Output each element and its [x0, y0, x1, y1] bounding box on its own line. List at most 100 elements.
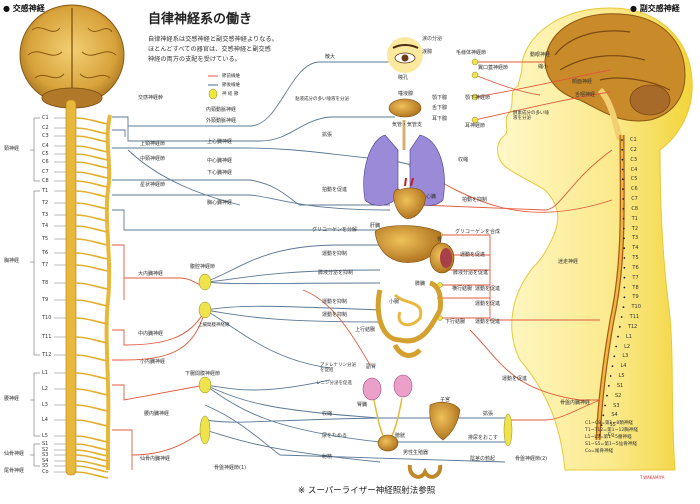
- key-line: C1~C8=第1~8頚神経: [585, 421, 634, 426]
- spinal-nerve-root: [75, 171, 109, 179]
- right-spine-dot: [622, 227, 625, 230]
- legend-swatches: [208, 75, 218, 100]
- label-middle-cervical-ganglion: 中頸神経節: [140, 156, 166, 162]
- spine-group-label: 腰神経: [4, 396, 20, 402]
- spinal-nerve-root: [75, 282, 109, 290]
- description-line: ほとんどすべての器官は、交感神経と副交感: [148, 46, 271, 53]
- right-spine-segment-label: T10: [631, 304, 641, 311]
- spine-segment-label: C5: [42, 151, 49, 157]
- label-pterygopalatine-ganglion: 翼口蓋神経節: [478, 65, 509, 71]
- spinal-roots: [75, 117, 109, 479]
- spinal-nerve-root: [75, 145, 109, 153]
- right-spine-segment-label: S3: [613, 402, 620, 409]
- label-sacral-splanchnic: 仙骨内臓神経: [140, 456, 171, 462]
- lungs: [363, 120, 445, 206]
- effect-pupil-dilate: 散大: [325, 54, 336, 60]
- spine-segment-label: S1: [42, 441, 49, 447]
- right-spine-segment-label: L5: [618, 373, 625, 379]
- label-superior-mesenteric-ganglion: 上腸間膜神経節: [198, 323, 230, 328]
- right-spine-dot: [622, 198, 625, 200]
- spinal-nerve-root: [75, 317, 109, 325]
- right-spine-segment-label: C2: [630, 146, 637, 153]
- spinal-nerve-root: [75, 127, 109, 135]
- effect-contraction: 収縮: [322, 411, 333, 417]
- segment-key: C1~C8=第1~8頚神経 T1~T12=第1~12胸神経 L1~L5=第1~5…: [585, 420, 638, 455]
- spinal-nerve-root: [75, 264, 109, 272]
- right-spine-segment-label: T12: [627, 323, 638, 330]
- right-spine-dot: [622, 207, 625, 210]
- organ-transverse-colon: 横行結腸: [452, 286, 473, 292]
- left-spinal-cord: [65, 99, 77, 476]
- effect-bronchi-dilate: 拡張: [322, 132, 333, 138]
- label-ciliary-ganglion: 毛様体神経節: [456, 50, 487, 56]
- spinal-nerve-root: [75, 190, 109, 198]
- spine-segment-label: L3: [42, 402, 48, 408]
- label-descending-promote: 運動を促進: [475, 319, 501, 325]
- spinal-nerve-root: [75, 471, 109, 479]
- spine-segment-label: S2: [42, 447, 49, 453]
- submandibular-ganglion: [471, 93, 479, 101]
- spinal-nerve-root: [75, 299, 109, 307]
- right-spine-dot: [621, 168, 624, 171]
- spine-segment-label: S4: [42, 458, 49, 464]
- right-spine-dot: [606, 394, 608, 397]
- right-spine-dot: [621, 139, 623, 141]
- label-submandibular-ganglion: 顎下神経節: [465, 95, 491, 101]
- preganglionic-fibers: [112, 61, 613, 470]
- spinal-nerve-root: [75, 372, 109, 380]
- spine-segment-label: T3: [42, 212, 49, 218]
- spine-segment-label: C4: [42, 143, 49, 149]
- organ-descending-colon: 下行結腸: [445, 319, 466, 325]
- right-spine-segment-label: S5: [609, 422, 616, 429]
- spinal-nerve-root: [75, 354, 109, 362]
- right-spine-segment-label: S4: [611, 412, 618, 419]
- spinal-nerve-root: [75, 435, 109, 443]
- effect-urine-retention: 尿をためる: [322, 433, 348, 439]
- spine-segment-label: L2: [42, 386, 48, 392]
- right-spine-dot: [623, 276, 626, 279]
- label-erection: 陰茎の勃起: [470, 456, 496, 462]
- label-lumbar-splanchnic: 腰内臓神経: [144, 411, 170, 417]
- right-spine-segment-label: C1: [630, 137, 637, 143]
- organ-kidney: 腎臓: [357, 402, 368, 408]
- spine-segment-label: T7: [42, 262, 49, 268]
- label-inferior-cardiac: 下心臓神経: [207, 170, 233, 176]
- organ-trachea: 気管・気管支: [392, 122, 423, 128]
- right-spine-dot: [617, 335, 619, 338]
- right-spine-segment-label: T5: [632, 255, 639, 261]
- spinal-nerve-root: [75, 202, 109, 210]
- spine-group-label: 尾骨神経: [4, 468, 25, 474]
- label-oculomotor: 動眼神経: [530, 52, 551, 58]
- right-spine-dot: [613, 355, 616, 358]
- spine-group-label: 胸神経: [4, 258, 20, 264]
- spine-segment-label: C2: [42, 125, 49, 131]
- pterygopalatine-ganglion: [471, 71, 479, 79]
- kidneys: [362, 374, 413, 441]
- spine-segment-label: C1: [42, 115, 49, 121]
- effect-colon-inhibit: 運動を抑制: [322, 312, 348, 318]
- label-inferior-mesenteric-ganglion: 下腸間膜神経節: [185, 371, 221, 377]
- spine-segment-label: T4: [42, 223, 49, 229]
- effect-heart-accelerate: 拍動を促進: [322, 187, 348, 193]
- organ-bladder: 膀胱: [395, 433, 406, 439]
- label-pelvic-ganglion-1: 骨盤神経節(1): [214, 465, 247, 471]
- spinal-nerve-root: [75, 404, 109, 412]
- bladder: [377, 434, 399, 452]
- right-spine-dot: [622, 217, 625, 220]
- key-line: S1~S5=第1~5仙骨神経: [585, 442, 638, 447]
- effect-pancreas-inhibit: 膵液分泌を抑制: [318, 270, 354, 276]
- right-spine-dot: [604, 404, 607, 407]
- right-spine-dot: [623, 266, 626, 269]
- right-spine-dot: [622, 188, 624, 191]
- label-colon-promote: 運動を促進: [502, 376, 528, 382]
- frontal-brain: [19, 4, 125, 109]
- celiac-ganglion: [198, 273, 212, 291]
- description: 自律神経系は交感神経と副交感神経よりなる。 ほとんどすべての器官は、交感神経と副…: [148, 35, 338, 65]
- spinal-nerve-root: [75, 460, 109, 468]
- organ-lacrimal: 涙腺: [422, 49, 433, 55]
- right-spine-dot: [611, 365, 614, 368]
- right-spine-segment-label: T6: [632, 264, 639, 271]
- organ-adrenal: 副腎: [366, 364, 377, 370]
- label-otic-ganglion: 耳神経節: [465, 123, 486, 129]
- spine-segment-label: C6: [42, 159, 49, 165]
